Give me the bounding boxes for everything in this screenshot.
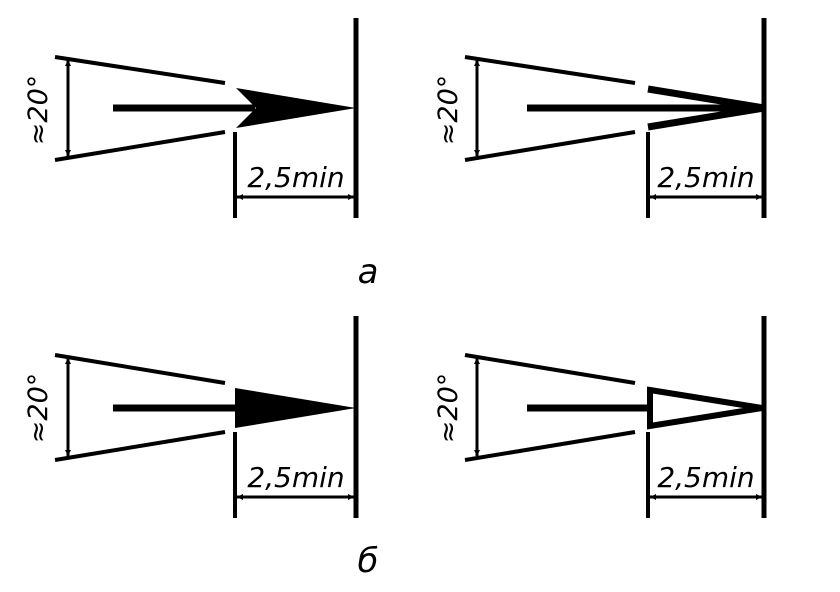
dimension-label: 2,5min [247, 461, 344, 494]
cone-line-lower [464, 130, 636, 162]
cone-line-upper [54, 353, 226, 385]
dimension-label: 2,5min [657, 461, 754, 494]
cone-line-lower [54, 130, 226, 162]
angle-label: ≈20° [433, 75, 464, 145]
dimension-label: 2,5min [657, 161, 754, 194]
group-label-b: б [358, 541, 379, 581]
cone-line-lower [464, 430, 636, 462]
arrowhead-barb-lower [647, 104, 765, 131]
angle-label: ≈20° [23, 373, 54, 443]
angle-label: ≈20° [23, 75, 54, 145]
panel-b-filled: ≈20° 2,5min [23, 316, 359, 518]
panel-b-outline: ≈20° 2,5min [433, 316, 767, 518]
cone-line-upper [54, 55, 226, 85]
dimension-label: 2,5min [247, 161, 344, 194]
angle-label: ≈20° [433, 373, 464, 443]
arrowhead-barb-upper [647, 85, 765, 112]
arrowhead-filled [235, 388, 356, 428]
panel-a-filled: ≈20° 2,5min [23, 18, 359, 218]
panel-a-outline: ≈20° 2,5min [433, 18, 767, 218]
cone-line-upper [464, 353, 636, 385]
group-label-a: а [358, 252, 379, 292]
arrowhead-filled [236, 88, 356, 128]
arrowhead-outline [647, 386, 763, 430]
cone-line-lower [54, 430, 226, 462]
cone-line-upper [464, 55, 636, 85]
